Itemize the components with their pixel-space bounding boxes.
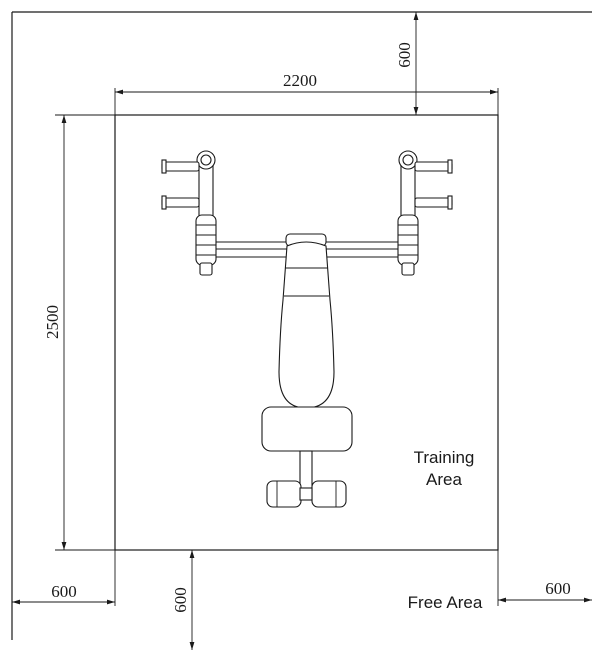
bench-press-equipment	[161, 150, 453, 508]
dim-text-600-top: 600	[395, 42, 414, 68]
right-upper-handle	[414, 161, 453, 172]
extension-lines	[55, 88, 499, 606]
dim-text-600-right: 600	[545, 579, 571, 598]
backrest	[278, 233, 335, 409]
dim-text-2500: 2500	[43, 305, 62, 339]
seat-post	[299, 450, 313, 492]
left-upper-handle	[161, 161, 200, 172]
foot-rollers	[266, 480, 347, 508]
free-area-boundary	[11, 11, 592, 640]
right-arm	[397, 150, 453, 276]
training-area-label-line2: Area	[426, 470, 462, 489]
right-lower-handle	[414, 197, 453, 208]
seat	[261, 406, 353, 452]
dim-text-600-bottom: 600	[171, 587, 190, 613]
left-lower-handle	[161, 197, 200, 208]
free-area-label: Free Area	[408, 593, 483, 612]
dim-text-600-left: 600	[51, 582, 77, 601]
left-arm	[161, 150, 217, 276]
dim-text-2200: 2200	[283, 71, 317, 90]
dimension-lines	[12, 12, 592, 650]
training-area-label-line1: Training	[414, 448, 475, 467]
